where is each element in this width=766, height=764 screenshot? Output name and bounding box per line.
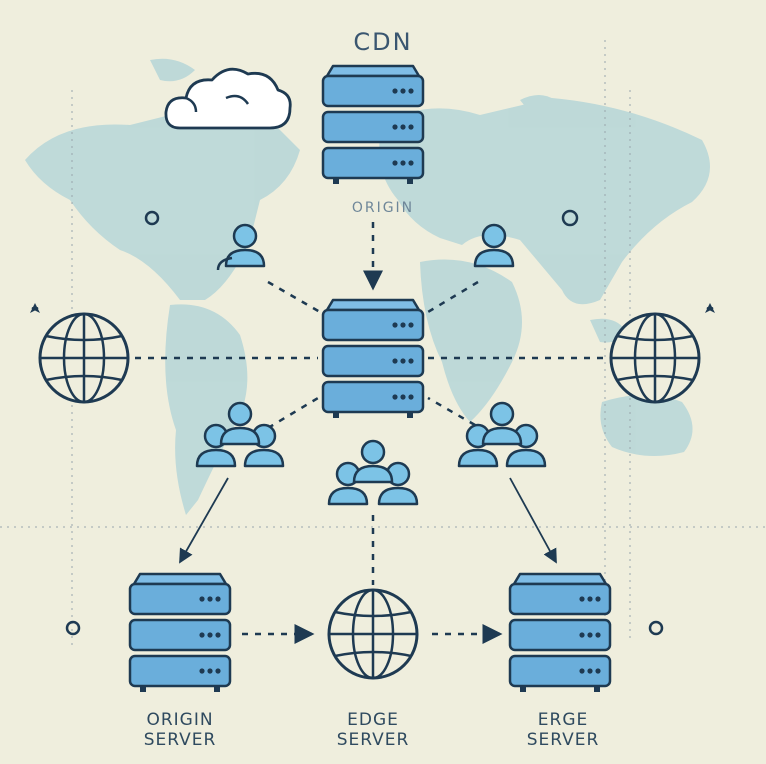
globe-right-icon [609, 312, 701, 404]
origin-server-label-line2: SERVER [143, 730, 217, 750]
connector-users-topleft [267, 280, 321, 314]
origin-server-label: ORIGIN SERVER [100, 710, 260, 750]
connector-users-origin-left [179, 477, 229, 564]
globe-bottom-icon [327, 588, 419, 680]
erge-server-label-line1: ERGE [537, 710, 589, 730]
users-topleft-icon [216, 223, 266, 271]
connector-users-topright [427, 280, 479, 314]
diagram-title: CDN [353, 28, 413, 56]
origin-server-top-icon [321, 64, 425, 186]
cloud-icon [164, 67, 292, 130]
edge-server-label-line2: SERVER [336, 730, 410, 750]
top-server-label: ORIGIN [351, 200, 415, 216]
edge-server-center-icon [321, 298, 425, 420]
users-center-icon [327, 439, 419, 506]
map-pin-icon [65, 209, 664, 636]
connections [135, 222, 608, 644]
connector-users-midleft [267, 396, 319, 430]
erge-server-label: ERGE SERVER [483, 710, 643, 750]
origin-server-icon [128, 572, 232, 694]
edge-server-right-icon [508, 572, 612, 694]
erge-server-label-line2: SERVER [526, 730, 600, 750]
edge-server-label: EDGE SERVER [293, 710, 453, 750]
connector-users-edge-right [509, 477, 557, 564]
sparkle-icon [29, 302, 716, 314]
origin-server-label-line1: ORIGIN [146, 710, 214, 730]
globe-left-icon [38, 312, 130, 404]
edge-server-label-line1: EDGE [347, 710, 399, 730]
connector-users-midright [427, 396, 476, 427]
